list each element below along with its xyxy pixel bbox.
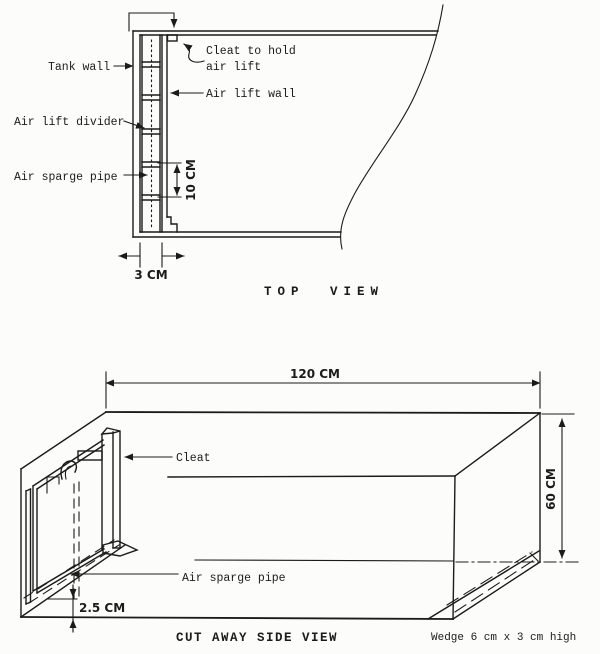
air-lift-panel (23, 427, 139, 605)
dimension-2-5cm: 2.5 CM (46, 584, 125, 633)
dimension-120cm: 120 CM (105, 367, 541, 409)
tank-outline (132, 4, 444, 250)
top-view-dimension-10cm: 10 CM (157, 159, 198, 201)
wedge (427, 550, 540, 620)
label-side-air-sparge-pipe: Air sparge pipe (182, 572, 286, 585)
air-lift-assembly (128, 12, 178, 233)
top-view-labels: Tank wall Cleat to hold air lift Air lif… (14, 43, 296, 184)
cleat-bar (100, 427, 139, 557)
label-cleat-to-hold-1: Cleat to hold (206, 45, 296, 58)
side-view-labels: Cleat Air sparge pipe (70, 452, 286, 585)
label-tank-wall: Tank wall (48, 61, 110, 74)
label-air-sparge-pipe: Air sparge pipe (14, 171, 118, 184)
dimension-120cm-text: 120 CM (290, 367, 340, 381)
dimension-2-5cm-text: 2.5 CM (79, 601, 125, 615)
air-lift-dividers (141, 61, 161, 201)
air-lift-divider-arrow (123, 120, 145, 129)
wedge-note: Wedge 6 cm x 3 cm high (431, 632, 576, 644)
sparge-pipe-dashed-1 (23, 539, 115, 599)
cleat-curved-arrow (183, 43, 205, 63)
bottom-cleat (166, 216, 178, 233)
cleat-bracket (128, 12, 175, 32)
label-air-lift-wall: Air lift wall (206, 88, 296, 101)
label-cleat-to-hold-2: air lift (206, 61, 261, 74)
upper-cleat-block (77, 450, 103, 461)
label-cleat: Cleat (176, 452, 211, 465)
tank-box (20, 411, 579, 620)
dimension-3cm: 3 CM (134, 268, 167, 282)
small-bracket (46, 476, 60, 494)
top-view: 10 CM 3 CM Tank wall Cleat to hold air l… (14, 4, 444, 299)
label-air-lift-divider: Air lift divider (14, 116, 124, 129)
top-view-caption: TOP VIEW (264, 285, 384, 299)
break-line (340, 4, 444, 250)
dimension-60cm-text: 60 CM (544, 468, 558, 510)
hook-inner (64, 465, 73, 480)
dimension-10cm: 10 CM (184, 159, 198, 201)
top-cleat (166, 34, 178, 42)
dimension-60cm: 60 CM (541, 413, 575, 559)
side-view: 120 CM 60 CM (20, 367, 579, 645)
cleat-foot (102, 540, 139, 557)
side-view-caption: CUT AWAY SIDE VIEW (176, 631, 338, 645)
top-view-dimension-3cm: 3 CM (118, 242, 185, 282)
hook (60, 460, 78, 480)
